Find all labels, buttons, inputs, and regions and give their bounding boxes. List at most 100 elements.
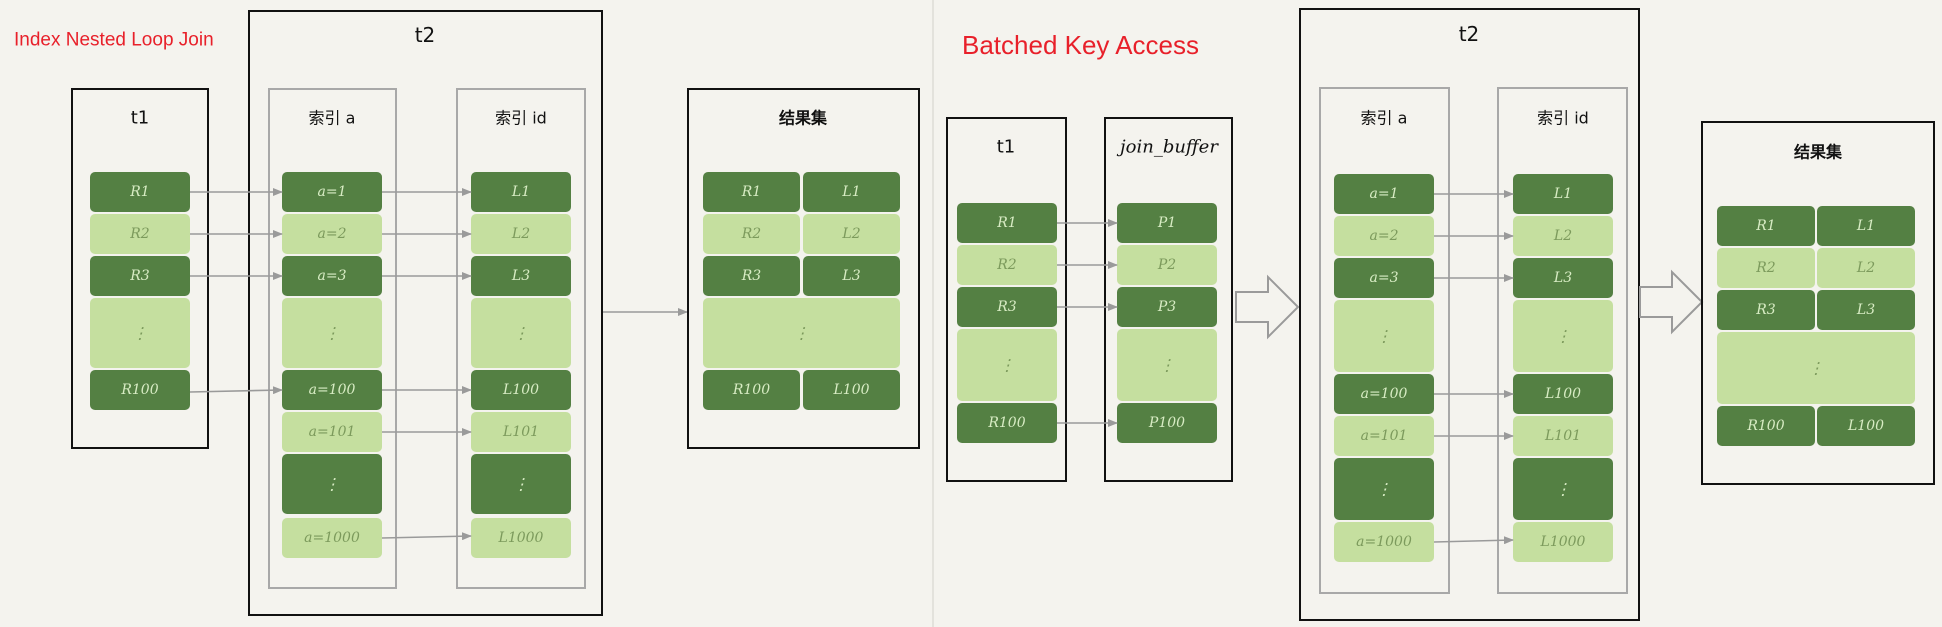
join-buffer-row: P2 [1117,245,1217,285]
join-buffer-row: P100 [1117,403,1217,443]
index-a-row-bg [1334,258,1434,298]
index-a-row-bg [1334,300,1434,372]
result-row-right-text: L100 [832,382,869,398]
result-row-right: L2 [1817,248,1915,288]
t1-row-bg [90,370,190,410]
t1-row-bg [957,329,1057,401]
result-row-right-text: L2 [1856,260,1875,276]
index-a-row-text: a=2 [318,226,347,242]
index-a-label: 索引 a [309,109,356,128]
index-a-row: a=3 [1334,258,1434,298]
t1-row-bg [90,298,190,368]
index-id-row-bg [471,518,571,558]
result-row-left-bg [703,172,800,212]
index-a-row-text: a=1000 [304,530,360,546]
result-row-right-text: L3 [841,268,860,284]
index-id-box [1497,87,1628,594]
result-row-right: L3 [1817,290,1915,330]
t1-row-text: ⋮ [132,324,148,343]
index-id-row-bg [471,256,571,296]
result-row-left-bg [1717,406,1815,446]
arrow-t1-to-index-a [189,386,283,395]
hollow-arrow-to-t2 [1235,274,1300,340]
join-buffer-row-bg [1117,329,1217,401]
t1-row-text: R100 [120,382,158,398]
index-a-row-bg [1334,416,1434,456]
result-row-right: L100 [1817,406,1915,446]
result-label: 结果集 [778,109,828,128]
result-row-right-bg [1817,290,1915,330]
index-id-row: ⋮ [1513,458,1613,520]
result-row-left-text: R3 [1755,302,1776,318]
inlj-title: Index Nested Loop Join [14,30,214,51]
t1-row-bg [957,287,1057,327]
result-row-right: L1 [1817,206,1915,246]
arrow-index-a-to-index-id [381,532,472,541]
index-id-row-text: L101 [502,424,539,440]
index-a-row-text: a=101 [309,424,356,440]
index-id-row-text: L2 [511,226,530,242]
join-buffer-row-bg [1117,287,1217,327]
index-id-row-bg [471,370,571,410]
index-id-row-bg [1513,258,1613,298]
index-id-row: ⋮ [1513,300,1613,372]
t1-row-bg [957,203,1057,243]
index-a-row-text: ⋮ [324,475,340,494]
result-row-left-bg [703,370,800,410]
index-a-row-bg [1334,458,1434,520]
index-a-label: 索引 a [1361,109,1408,128]
t1-row-bg [90,256,190,296]
result-row-left-text: R2 [1755,260,1776,276]
result-row-left-bg [703,214,800,254]
index-a-row-text: a=3 [318,268,347,284]
join-buffer-row-text: P2 [1157,257,1176,273]
index-a-row: ⋮ [1334,458,1434,520]
index-id-row: L3 [1513,258,1613,298]
t1-row: R100 [957,403,1057,443]
index-a-row: a=1 [282,172,382,212]
index-a-row: ⋮ [282,454,382,514]
join-buffer-row-bg [1117,203,1217,243]
result-row-right-text: L3 [1856,302,1875,318]
t1-row: R1 [957,203,1057,243]
index-a-row: a=2 [1334,216,1434,256]
index-a-row-text: a=1 [1370,186,1399,202]
join-buffer-row-text: P1 [1157,215,1176,231]
result-row-right: L3 [803,256,900,296]
index-id-row-text: L3 [1553,270,1572,286]
t1-label: t1 [131,108,150,129]
result-row-right-bg [803,370,900,410]
result-row-right-bg [1817,248,1915,288]
index-id-row-text: L1 [511,184,530,200]
index-a-row-text: ⋮ [1376,480,1392,499]
index-a-row: a=1000 [1334,522,1434,562]
t1-box [946,117,1067,482]
index-a-row-text: a=1 [318,184,347,200]
index-id-row: L101 [471,412,571,452]
t1-row-text: ⋮ [999,356,1015,375]
hollow-arrow-to-result [1639,269,1704,335]
index-a-row-bg [1334,174,1434,214]
result-box [687,88,920,449]
index-a-row-bg [282,412,382,452]
result-row-right-bg [803,172,900,212]
result-row-left: R1 [703,172,800,212]
index-id-row-text: L1000 [1540,534,1586,550]
index-a-box [1319,87,1450,594]
result-row-right: L100 [803,370,900,410]
index-id-row-bg [1513,300,1613,372]
result-row-left: R2 [703,214,800,254]
result-row-bg [1717,332,1915,404]
result-row-bg [703,298,900,368]
t1-row: ⋮ [90,298,190,368]
result-row-left-text: R2 [741,226,762,242]
index-a-row-bg [282,172,382,212]
index-a-row: a=100 [1334,374,1434,414]
index-a-row: ⋮ [1334,300,1434,372]
join-buffer-row-text: P100 [1148,415,1185,431]
join-buffer-label: join_buffer [1116,137,1219,158]
index-id-row-bg [471,412,571,452]
t1-row-text: R100 [987,415,1025,431]
index-id-row-text: ⋮ [513,324,529,343]
